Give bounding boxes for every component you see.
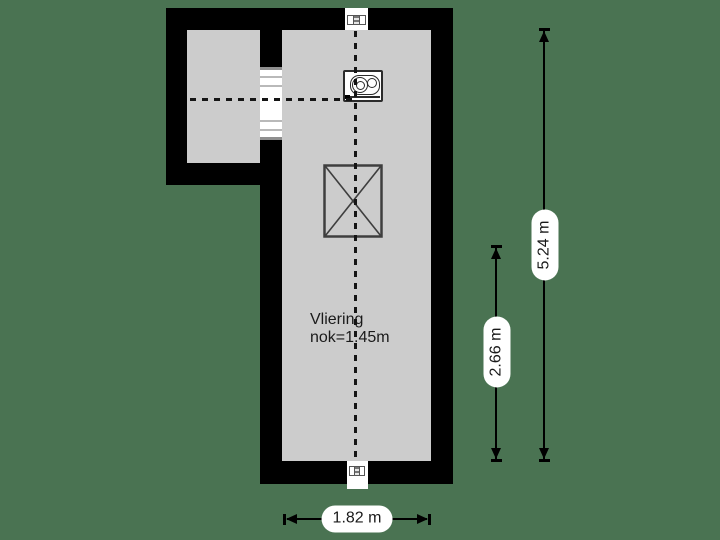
ridge-line-vertical xyxy=(354,31,357,460)
boiler-icon xyxy=(343,70,383,102)
ridge-line-horizontal xyxy=(190,98,356,101)
room-subtitle: nok=1.45m xyxy=(310,329,390,346)
dimension-label-total-height: 5.24 m xyxy=(531,209,559,281)
skylight-icon xyxy=(323,164,383,238)
ridge-window-top-icon xyxy=(345,8,368,30)
ridge-window-bottom-frame xyxy=(349,466,365,476)
ridge-window-top-frame xyxy=(347,15,366,25)
room-left-section xyxy=(187,30,260,163)
louvered-wall-opening-icon xyxy=(260,67,282,140)
boiler-base-line xyxy=(345,96,380,98)
boiler-capsule xyxy=(350,75,380,95)
room-label: Vliering nok=1.45m xyxy=(310,311,390,347)
dimension-label-partial-height: 2.66 m xyxy=(483,316,511,388)
ridge-window-bottom-icon xyxy=(347,461,368,489)
room-title: Vliering xyxy=(310,311,364,328)
boiler-base-block xyxy=(345,95,350,99)
boiler-dial-small xyxy=(367,78,377,88)
dimension-label-width: 1.82 m xyxy=(321,505,393,533)
